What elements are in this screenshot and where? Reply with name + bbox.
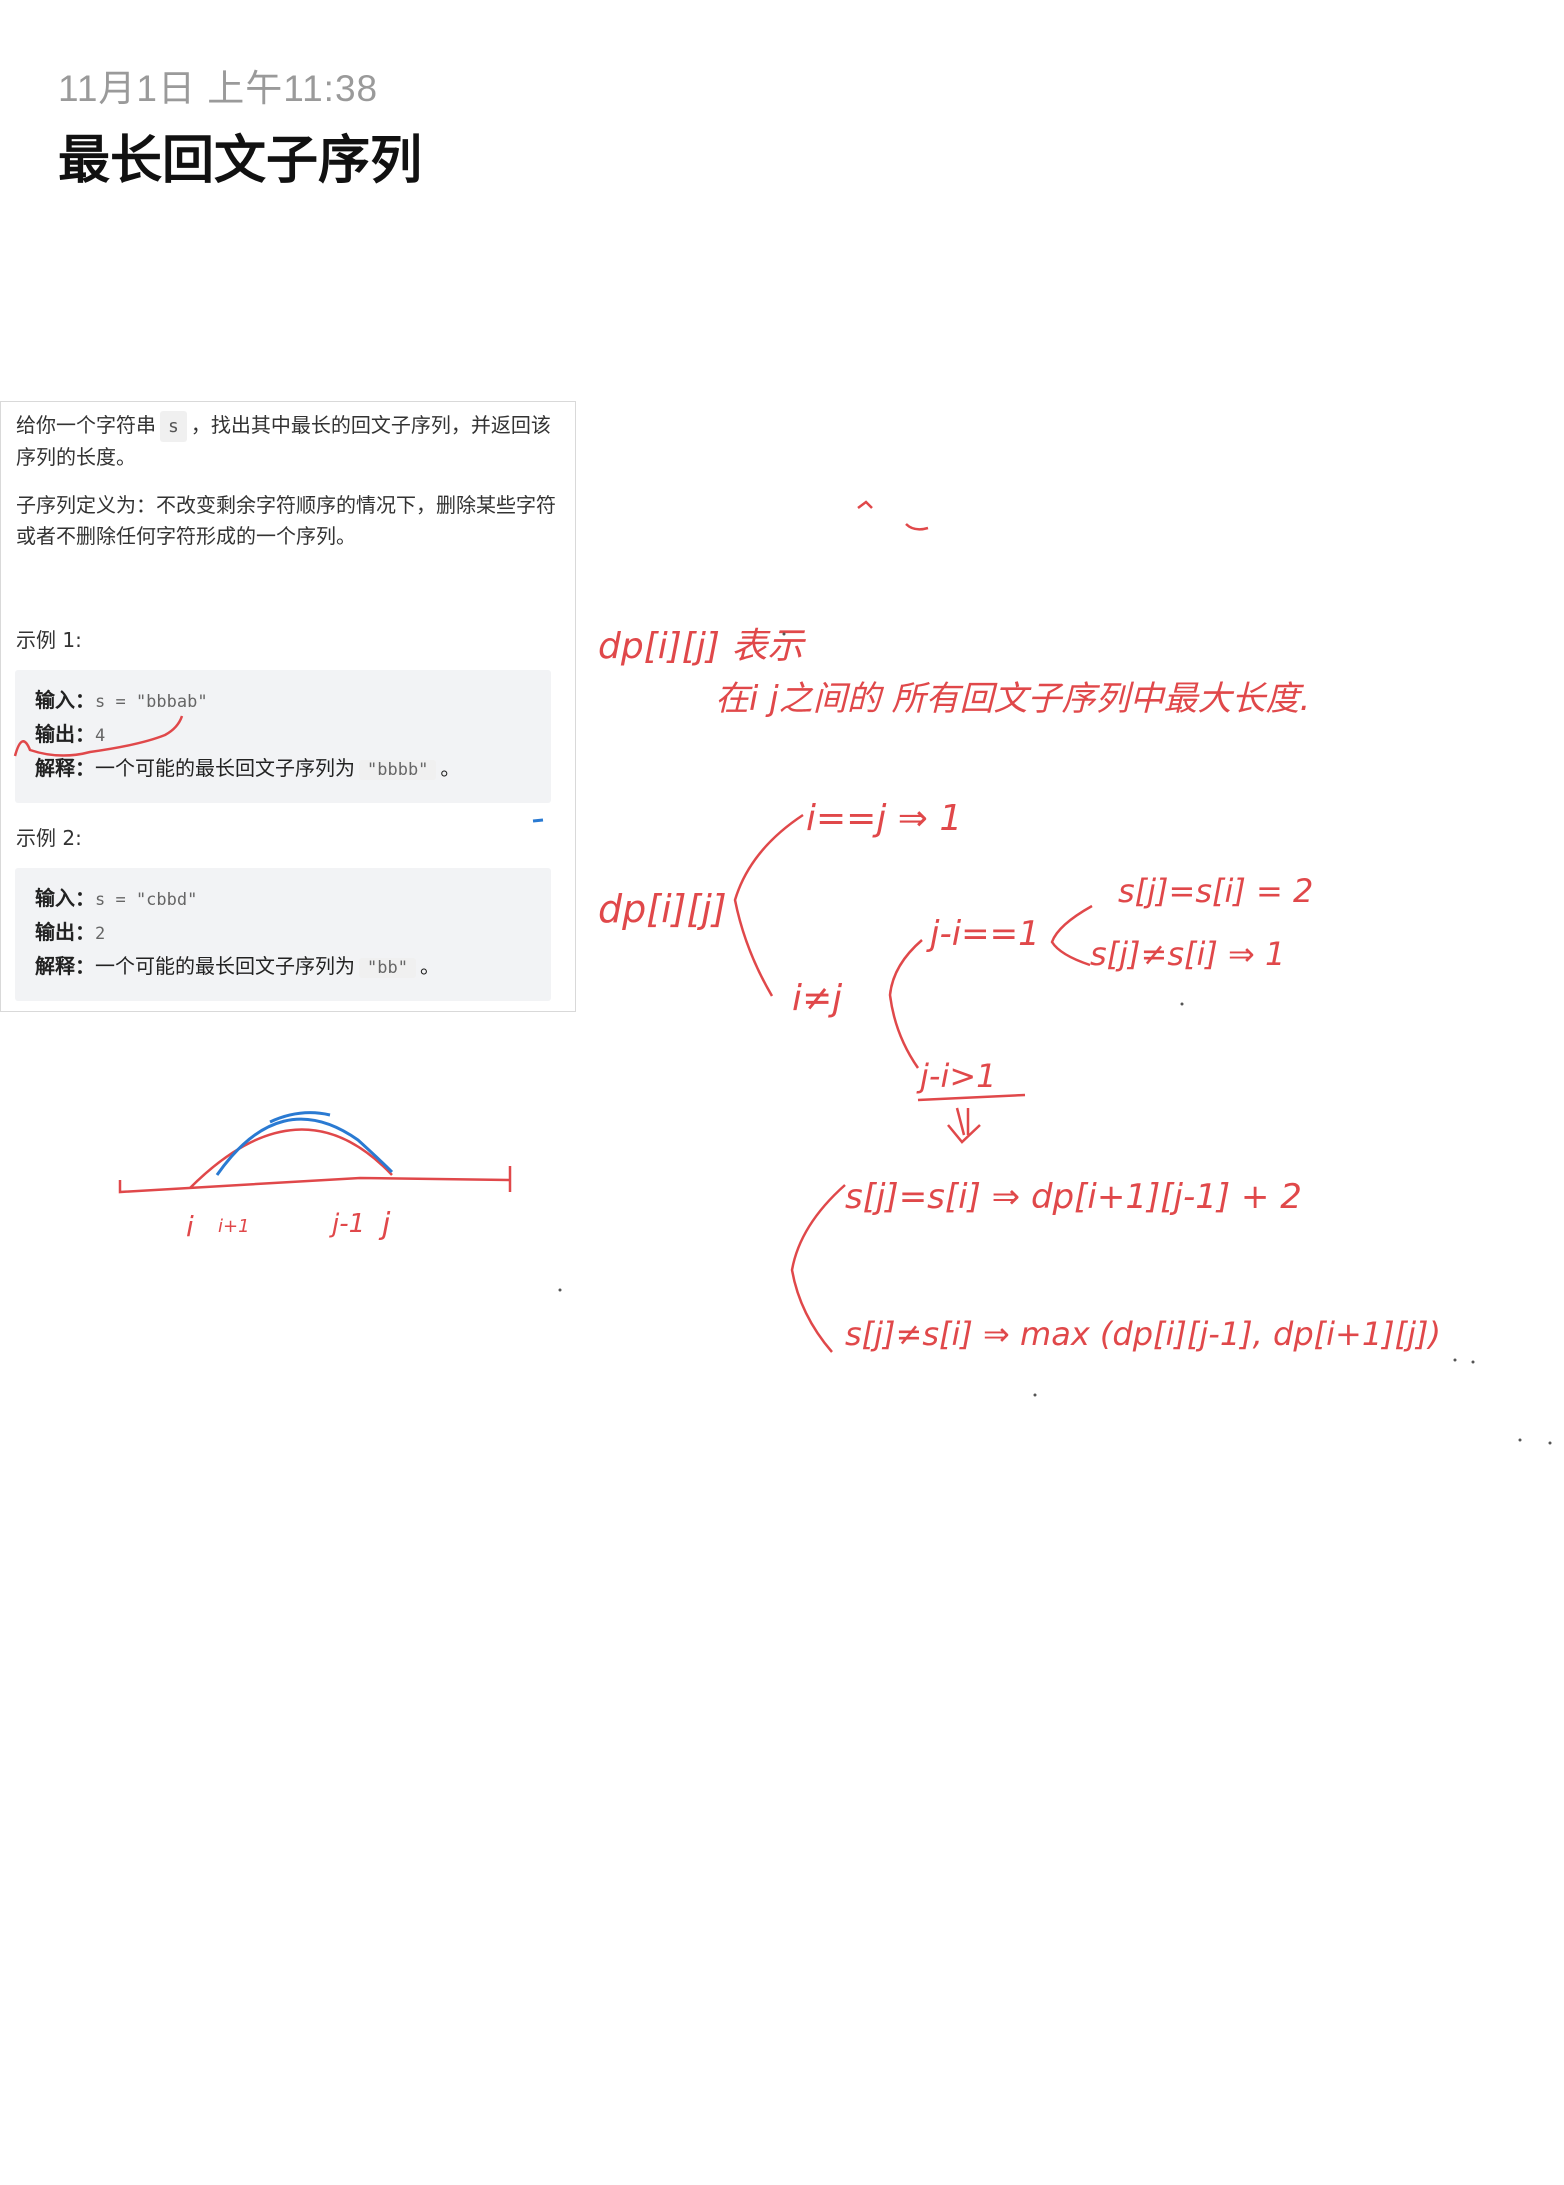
input-label: 输入： (35, 886, 95, 910)
hw-branch-eq: i==j ⇒ 1 (806, 798, 962, 839)
number-line (118, 1166, 512, 1194)
dot-mark (782, 632, 786, 636)
input-label: 输入： (35, 688, 95, 712)
tick-i1: i+1 (218, 1216, 250, 1237)
double-arrow (947, 1107, 981, 1144)
example-2-input: 输入：s = "cbbd" (35, 882, 197, 911)
tick-j: j (378, 1207, 391, 1242)
blue-dash (532, 818, 544, 823)
hw-case-b: s[j]≠s[i] ⇒ 1 (1090, 935, 1285, 973)
example-2-explain: 解释：一个可能的最长回文子序列为"bb"。 (35, 950, 440, 979)
output-value: 4 (95, 726, 106, 746)
dot-mark (1033, 1393, 1037, 1397)
output-value: 2 (95, 924, 106, 944)
hw-line1: dp[i][j] 表示 (598, 626, 806, 667)
hw-diff-gt: j-i>1 (916, 1057, 997, 1095)
arc-outer (189, 1128, 393, 1189)
tree-brace-4 (790, 1184, 846, 1353)
explain-text: 一个可能的最长回文子序列为 (95, 954, 355, 978)
tick-j1: j-1 (329, 1209, 365, 1239)
intro-after: ，找出其中最长的回文子序列，并返回该序列的长度。 (16, 413, 551, 469)
input-value: s = "bbbab" (95, 692, 208, 712)
tree-brace-3 (1050, 904, 1093, 967)
tree-brace-2 (888, 939, 923, 1069)
dot-mark (558, 1288, 562, 1292)
arc-inner-blue (215, 1117, 394, 1176)
explain-code: "bbbb" (359, 760, 437, 780)
hw-root: dp[i][j] (598, 887, 727, 931)
dot-mark (1453, 1358, 1457, 1362)
example-1-output: 输出：4 (35, 718, 105, 747)
note-timestamp: 11月1日 上午11:38 (58, 68, 379, 109)
explain-label: 解释： (35, 954, 95, 978)
explain-label: 解释： (35, 756, 95, 780)
example-1-label: 示例 1: (16, 628, 82, 652)
dot-mark (1471, 1360, 1475, 1364)
input-value: s = "cbbd" (95, 890, 198, 910)
example-1-input: 输入：s = "bbbab" (35, 684, 208, 713)
explain-text: 一个可能的最长回文子序列为 (95, 756, 355, 780)
hw-case-a: s[j]=s[i] = 2 (1118, 872, 1313, 910)
swoosh-mark (13, 715, 184, 757)
dot-mark (1180, 1002, 1184, 1006)
example-1-explain: 解释：一个可能的最长回文子序列为"bbbb"。 (35, 752, 460, 781)
intro-before: 给你一个字符串 (16, 413, 156, 437)
tick-i: i (186, 1210, 194, 1243)
hw-case-d: s[j]≠s[i] ⇒ max (dp[i][j-1], dp[i+1][j]) (845, 1315, 1441, 1353)
intro-code: s (160, 411, 187, 442)
output-label: 输出： (35, 920, 95, 944)
hw-branch-ne: i≠j (792, 978, 842, 1019)
arc-blue-top (269, 1111, 331, 1124)
hw-case-c: s[j]=s[i] ⇒ dp[i+1][j-1] + 2 (845, 1177, 1302, 1217)
hw-line2: 在i j之间的 所有回文子序列中最大长度. (715, 679, 1310, 719)
explain-end: 。 (440, 756, 461, 780)
example-2-box: 输入：s = "cbbd" 输出：2 解释：一个可能的最长回文子序列为"bb"。 (15, 868, 551, 1001)
problem-definition: 子序列定义为：不改变剩余字符顺序的情况下，删除某些字符或者不删除任何字符形成的一… (16, 493, 556, 548)
dot-mark (1518, 1438, 1522, 1442)
example-2-label: 示例 2: (16, 826, 82, 850)
output-label: 输出： (35, 722, 95, 746)
example-1-box: 输入：s = "bbbab" 输出：4 解释：一个可能的最长回文子序列为"bbb… (15, 670, 551, 803)
caret-mark (857, 500, 873, 509)
dot-mark (1548, 1441, 1552, 1445)
tilde-mark (905, 523, 929, 531)
tree-brace-1 (733, 813, 804, 997)
example-2-output: 输出：2 (35, 916, 105, 945)
explain-end: 。 (419, 954, 440, 978)
explain-code: "bb" (359, 958, 416, 978)
underline (917, 1093, 1026, 1102)
note-title: 最长回文子序列 (58, 131, 423, 191)
hw-diff-one: j-i==1 (926, 914, 1040, 954)
